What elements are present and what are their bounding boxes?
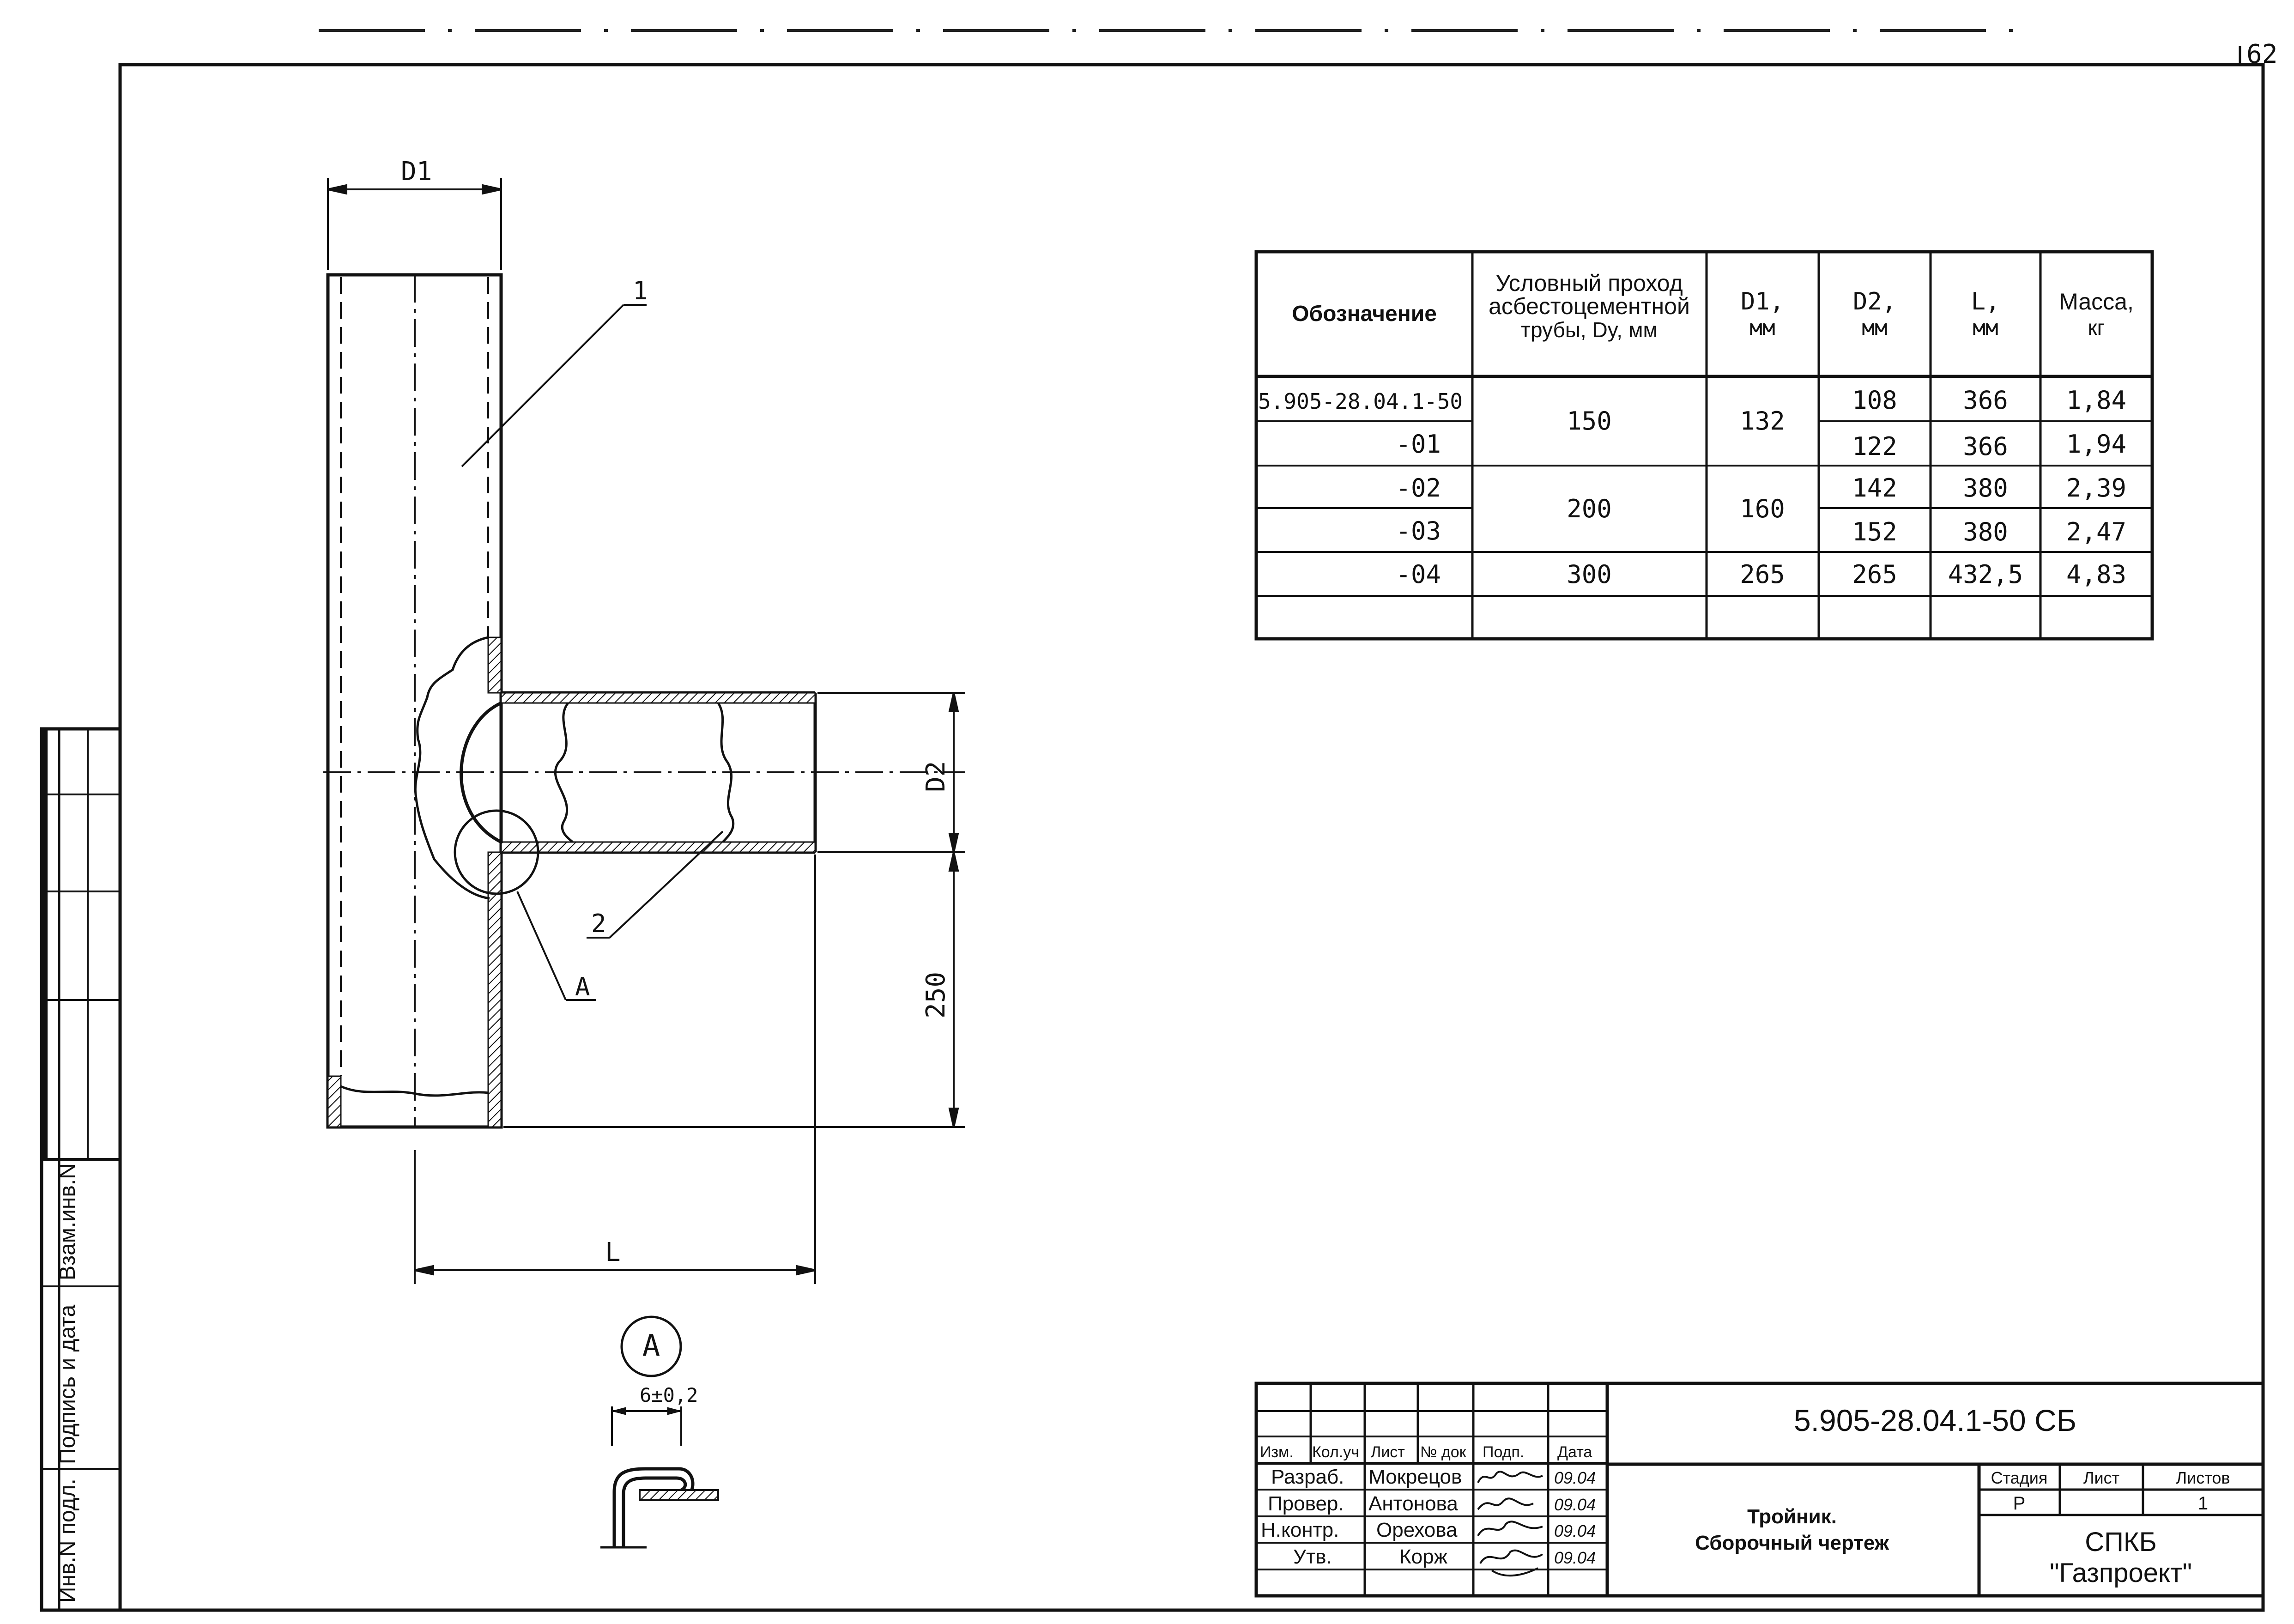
detail-a-label: A <box>575 972 590 1001</box>
table-cell-mass: 2,39 <box>2066 473 2126 503</box>
table-cell-mass: 1,84 <box>2066 386 2126 415</box>
table-cell-dn: 150 <box>1567 406 1612 436</box>
table-header-d2-unit: мм <box>1862 315 1887 340</box>
stamp-col-kol: Кол.уч <box>1312 1443 1359 1461</box>
stamp-date: 09.04 <box>1554 1495 1596 1514</box>
table-cell-l: 366 <box>1963 386 2008 415</box>
tee-view <box>323 273 965 1129</box>
table-cell-designation: -02 <box>1396 473 1441 503</box>
table-cell-designation: -04 <box>1396 560 1441 589</box>
table-cell-d2: 142 <box>1852 473 1897 503</box>
table-header-designation: Обозначение <box>1292 302 1437 326</box>
detail-a-circle-label: A <box>642 1329 660 1363</box>
table-cell-d1: 265 <box>1740 560 1785 589</box>
table-header-dn: трубы, Dy, мм <box>1521 318 1658 342</box>
table-cell-d1: 132 <box>1740 406 1785 436</box>
table-header-dn: Условный проход <box>1495 270 1683 296</box>
table-cell-dn: 200 <box>1567 494 1612 523</box>
table-cell-l: 366 <box>1963 432 2008 461</box>
stamp-stage-label: Стадия <box>1991 1468 2048 1487</box>
table-cell-l: 380 <box>1963 473 2008 503</box>
dimension-d1: D1 <box>401 157 432 187</box>
stamp-name: Корж <box>1399 1545 1448 1568</box>
table-header-mass-unit: кг <box>2088 315 2105 339</box>
dimension-250: 250 <box>921 972 951 1018</box>
table-cell-mass: 4,83 <box>2066 560 2126 589</box>
table-cell-d1: 160 <box>1740 494 1785 523</box>
table-cell-l: 380 <box>1963 517 2008 546</box>
signature-scribbles <box>1477 1471 1543 1577</box>
position-2-label: 2 <box>591 909 606 938</box>
dimension-d2: D2 <box>921 761 951 792</box>
table-cell-designation: 5.905-28.04.1-50 <box>1258 389 1463 414</box>
table-header-mass: Масса, <box>2059 289 2134 315</box>
document-code: 5.905-28.04.1-50 СБ <box>1794 1403 2076 1437</box>
sidebar-label-replace: Взам.инв.N <box>55 1163 80 1280</box>
table-cell-designation: -03 <box>1396 516 1441 545</box>
stamp-date: 09.04 <box>1554 1548 1596 1567</box>
organization-name-2: "Газпроект" <box>2050 1558 2192 1588</box>
side-stamp <box>40 727 122 1612</box>
table-cell-mass: 2,47 <box>2066 517 2126 546</box>
table-header-d1-unit: мм <box>1749 315 1775 340</box>
drawing-frame <box>118 63 2265 1612</box>
position-1-label: 1 <box>633 276 648 305</box>
sidebar-label-signature: Подпись и дата <box>55 1304 80 1464</box>
stamp-role: Провер. <box>1268 1492 1344 1515</box>
table-header-l: L, <box>1971 288 2000 315</box>
stamp-role: Н.контр. <box>1261 1519 1339 1541</box>
table-cell-d2: 265 <box>1852 560 1897 589</box>
table-header-d1: D1, <box>1741 288 1784 315</box>
stamp-sheet-label: Лист <box>2083 1468 2119 1487</box>
stamp-role: Разраб. <box>1271 1466 1344 1488</box>
table-cell-d2: 122 <box>1852 432 1897 461</box>
table-cell-mass: 1,94 <box>2066 430 2126 459</box>
organization-name: СПКБ <box>2085 1527 2156 1557</box>
stamp-stage-value: Р <box>2013 1493 2026 1514</box>
stamp-col-ndoc: № док <box>1420 1443 1467 1461</box>
table-cell-designation: -01 <box>1396 430 1441 459</box>
table-header-d2: D2, <box>1853 288 1896 315</box>
stamp-col-izm: Изм. <box>1260 1443 1294 1461</box>
stamp-col-podp: Подп. <box>1483 1443 1524 1461</box>
table-cell-d2: 108 <box>1852 386 1897 415</box>
stamp-role: Утв. <box>1293 1545 1332 1568</box>
stamp-date: 09.04 <box>1554 1468 1596 1487</box>
stamp-col-data: Дата <box>1557 1443 1592 1461</box>
stamp-name: Орехова <box>1376 1519 1458 1541</box>
stamp-name: Антонова <box>1368 1492 1458 1515</box>
table-cell-dn: 300 <box>1567 560 1612 589</box>
stamp-name: Мокрецов <box>1368 1466 1462 1488</box>
dimension-l: L <box>605 1237 621 1267</box>
detail-a-dimension: 6±0,2 <box>640 1384 698 1406</box>
stamp-date: 09.04 <box>1554 1521 1596 1540</box>
drawing-title: Тройник. <box>1747 1505 1837 1528</box>
table-header-dn: асбестоцементной <box>1489 293 1690 319</box>
stamp-col-list: Лист <box>1371 1443 1405 1461</box>
stamp-sheets-value: 1 <box>2198 1493 2208 1514</box>
table-cell-l: 432,5 <box>1948 560 2023 589</box>
sidebar-label-original: Инв.N подл. <box>55 1479 80 1603</box>
leaders <box>461 304 724 1001</box>
variants-table: Обозначение Условный проход асбестоцемен… <box>1254 250 2154 641</box>
drawing-subtitle: Сборочный чертеж <box>1695 1532 1889 1554</box>
dimensions <box>327 178 965 1284</box>
title-block: 5.905-28.04.1-50 СБ Изм. Кол.уч Лист № д… <box>1254 1382 2265 1598</box>
stamp-sheets-label: Листов <box>2176 1468 2230 1487</box>
detail-a-view <box>600 1315 719 1549</box>
table-header-l-unit: мм <box>1973 315 1998 340</box>
table-cell-d2: 152 <box>1852 517 1897 546</box>
